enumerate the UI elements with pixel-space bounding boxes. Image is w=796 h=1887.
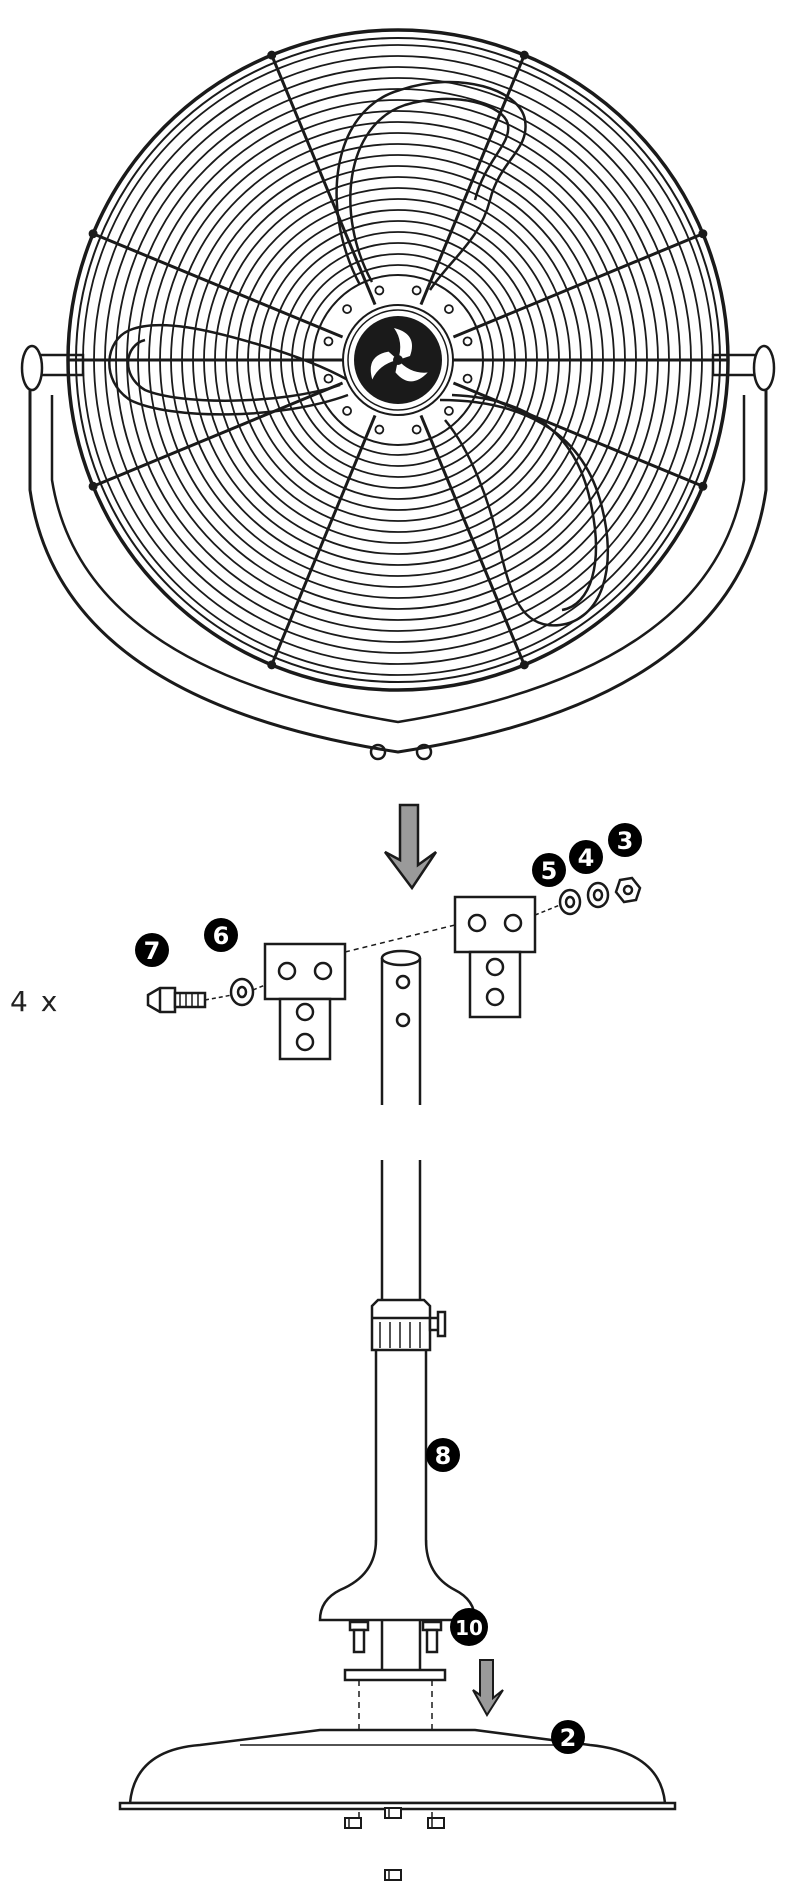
callout-5: 5 [532,853,566,887]
hex-nut [614,876,642,904]
svg-text:4: 4 [578,844,595,872]
cage-clip [519,50,529,60]
height-adjust-collar [370,1298,432,1352]
svg-text:3: 3 [617,827,634,855]
hub-hole [411,285,422,296]
callout-2: 2 [551,1720,585,1754]
callout-6: 6 [204,918,238,952]
hub-hole [462,373,473,384]
cage-spokes [68,54,728,666]
callout-4: 4 [569,840,603,874]
cage-spoke [452,232,704,339]
callout-10: 10 [450,1608,488,1646]
cage-spoke [270,414,377,666]
hub-logo-icon [370,328,428,382]
stand-pole [318,1160,477,1682]
callout-8: 8 [426,1438,460,1472]
fan-blade-top [335,80,527,291]
cage-spoke [92,232,344,339]
svg-text:10: 10 [455,1616,483,1640]
bolt [146,986,207,1014]
hub-hole [323,336,334,347]
fan-blade-left [108,323,349,416]
callout-3: 3 [608,823,642,857]
yoke-hole-left [369,743,387,761]
hub-logo-blade [395,360,428,382]
fan-blade-right [439,398,609,627]
yoke-hole-right [415,743,433,761]
cage-spoke [270,54,377,306]
hub-hole [342,406,352,416]
lock-washer [586,881,610,909]
svg-text:2: 2 [560,1724,577,1752]
cage-clip [698,229,708,239]
screw-left [348,1620,370,1654]
hub-hole [462,336,473,347]
hub-hole [374,285,385,296]
bracket-left [263,942,347,1061]
mounting-hardware [146,876,642,1105]
hub-logo-blade [394,328,412,360]
callout-badges: 3 4 5 6 7 8 10 2 [135,823,642,1754]
cage-clip [267,660,277,670]
cage-spoke [419,414,526,666]
tilt-knob-right [711,344,776,392]
cage-spoke [92,381,344,488]
svg-text:8: 8 [435,1442,452,1470]
down-arrow-icon [384,803,438,891]
flat-washer-left [229,977,255,1007]
base-screws [348,1620,443,1654]
upper-pole [380,949,422,1105]
svg-text:7: 7 [144,937,161,965]
yoke-bracket [28,385,768,754]
yoke-bracket-inner [50,395,746,724]
cage-clip [267,50,277,60]
cage-spoke [419,54,526,306]
bracket-right [453,895,537,1019]
fan-head [20,28,776,761]
cage-clip [88,481,98,491]
cage-clip [88,229,98,239]
cage-clips [88,50,708,670]
hub-hole [323,373,334,384]
cage-clip [519,660,529,670]
pole-base-plate [343,1668,447,1682]
hub-logo-center [393,355,403,365]
fan-hub [312,274,484,446]
svg-text:5: 5 [541,857,558,885]
screw-right [421,1620,443,1654]
tilt-knob-left [20,344,85,392]
hub-logo-blade [370,351,398,380]
cage-outer-rim [66,28,730,692]
screw-guide-lines [358,1680,433,1825]
hub-hole [374,424,385,435]
hub-hole [342,304,352,314]
hub-hole [444,304,454,314]
callout-7: 7 [135,933,169,967]
quantity-label: 4 x [10,985,60,1018]
base-nuts [344,1807,445,1881]
fan-base [118,1728,677,1811]
hub-hole [444,406,454,416]
pole-bell-flange [318,1539,477,1622]
cage-spoke [452,381,704,488]
svg-text:6: 6 [213,922,230,950]
small-down-arrow-icon [472,1659,504,1717]
flat-washer-right [558,888,582,916]
alignment-dashed-line [344,924,456,953]
height-adjust-knob [428,1310,447,1338]
hub-hole [411,424,422,435]
cage-clip [698,481,708,491]
